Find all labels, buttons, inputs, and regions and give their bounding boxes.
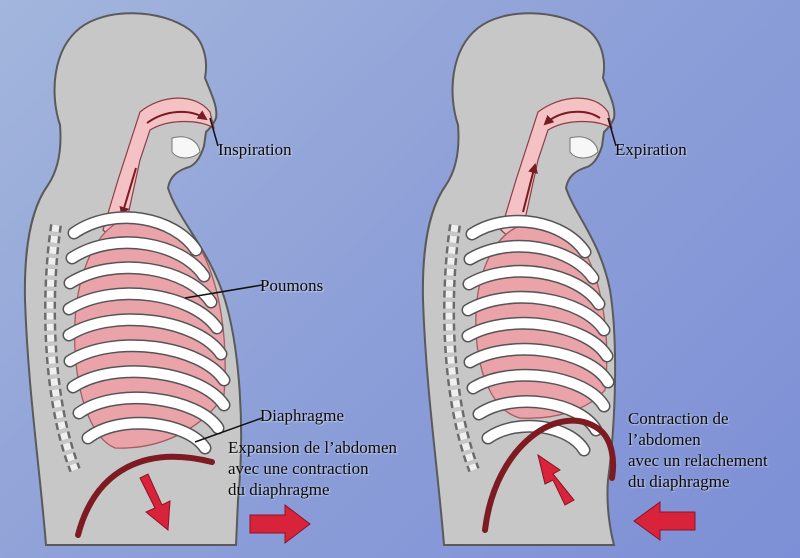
label-line: avec une contraction [228, 458, 397, 479]
label-poumons: Poumons [260, 275, 323, 296]
label-contraction-abdomen: Contraction de l’abdomen avec un relache… [628, 408, 768, 492]
label-line: avec un relachement [628, 450, 768, 471]
label-line: du diaphragme [228, 479, 397, 500]
label-expansion-abdomen: Expansion de l’abdomen avec une contract… [228, 437, 397, 500]
label-inspiration: Inspiration [218, 139, 292, 160]
label-line: l’abdomen [628, 429, 768, 450]
label-diaphragme: Diaphragme [260, 405, 344, 426]
label-line: Expansion de l’abdomen [228, 437, 397, 458]
label-line: du diaphragme [628, 471, 768, 492]
label-line: Contraction de [628, 408, 768, 429]
label-expiration: Expiration [615, 139, 687, 160]
